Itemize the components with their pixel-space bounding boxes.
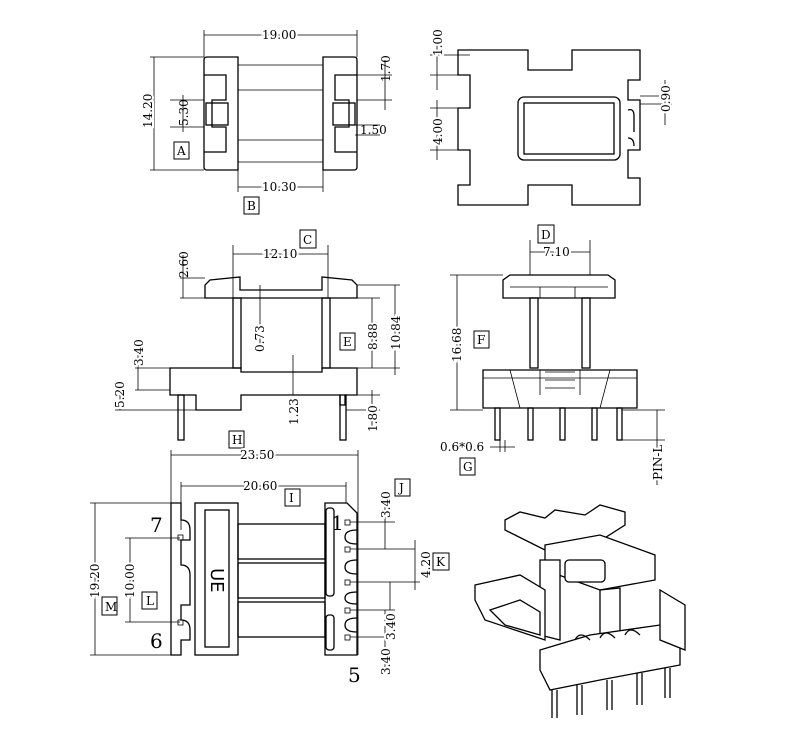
label-j: J	[397, 481, 404, 495]
isometric-view	[474, 504, 686, 718]
dim-base-height: 5.20	[113, 381, 127, 408]
pin-number-6: 6	[150, 629, 163, 653]
dim-total: 10.84	[389, 315, 403, 350]
dim-pin-stub: 1.80	[366, 405, 380, 432]
dim-wall: 0.73	[253, 325, 267, 352]
dim-pin-section: 0.6*0.6	[440, 440, 484, 454]
pin-number-5: 5	[348, 663, 361, 687]
dim-flange-height: 2.60	[177, 251, 191, 278]
label-k: K	[436, 555, 446, 569]
label-i: I	[289, 491, 294, 505]
dim-base-wall: 1.23	[287, 398, 301, 425]
plan-view: UE H 23.50 20.60 I J 3.40 K 4.20 10.00 1…	[86, 430, 450, 687]
bottom-view: 1.00 4.00 0.90	[429, 27, 675, 206]
top-view: 19.00 14.20 5.30 1.70 1.50 10.30 A B	[139, 26, 393, 215]
dim-pin-gap: 1.50	[360, 123, 387, 137]
dim-pin-span: 20.60	[243, 479, 277, 493]
dim-pin-pitch-4: 3.40	[379, 648, 393, 675]
label-b: B	[247, 199, 256, 213]
dim-flange-width: 12.10	[263, 247, 297, 261]
dim-pin-pitch-2: 4.20	[419, 551, 433, 578]
dim-left-pitch: 10.00	[123, 564, 137, 598]
label-l: L	[146, 594, 154, 608]
dim-overall-depth: 19.20	[88, 564, 102, 598]
pin-number-7: 7	[150, 513, 163, 537]
dim-inner-width: 10.30	[262, 180, 296, 194]
label-a: A	[176, 144, 186, 158]
dim-notch: 0.90	[659, 85, 673, 112]
front-view: C 12.10 2.60 0.73 8.88 10.84 E 3.40 5.20…	[111, 229, 405, 441]
pin-number-1: 1	[331, 511, 344, 535]
label-c: C	[303, 233, 312, 247]
dim-side-height: 16.68	[450, 328, 464, 362]
dim-slot: 5.30	[177, 99, 191, 126]
dim-top-gap: 1.00	[431, 29, 445, 56]
dim-height: 14.20	[141, 94, 155, 128]
side-view: D 7.10 16.68 F 0.6*0.6 G PIN-L	[440, 224, 667, 485]
label-m: M	[105, 600, 117, 614]
dim-tab: 1.70	[379, 55, 393, 82]
label-f: F	[477, 333, 485, 347]
dim-window: 8.88	[366, 323, 380, 350]
label-h: H	[232, 433, 242, 447]
dim-pin-pitch-3: 3.40	[384, 613, 398, 640]
dim-top-width: 7.10	[543, 245, 570, 259]
dim-mid-gap: 4.00	[431, 118, 445, 145]
dim-overall-width: 23.50	[240, 448, 274, 462]
dim-width: 19.00	[262, 28, 296, 42]
dim-pin-pitch-1: 3.40	[379, 491, 393, 518]
dim-base-step: 3.40	[132, 339, 146, 366]
label-e: E	[343, 335, 352, 349]
dim-pin-length: PIN-L	[651, 445, 665, 480]
logo-ue: UE	[206, 568, 227, 593]
label-d: D	[541, 228, 551, 242]
label-g: G	[463, 460, 473, 474]
